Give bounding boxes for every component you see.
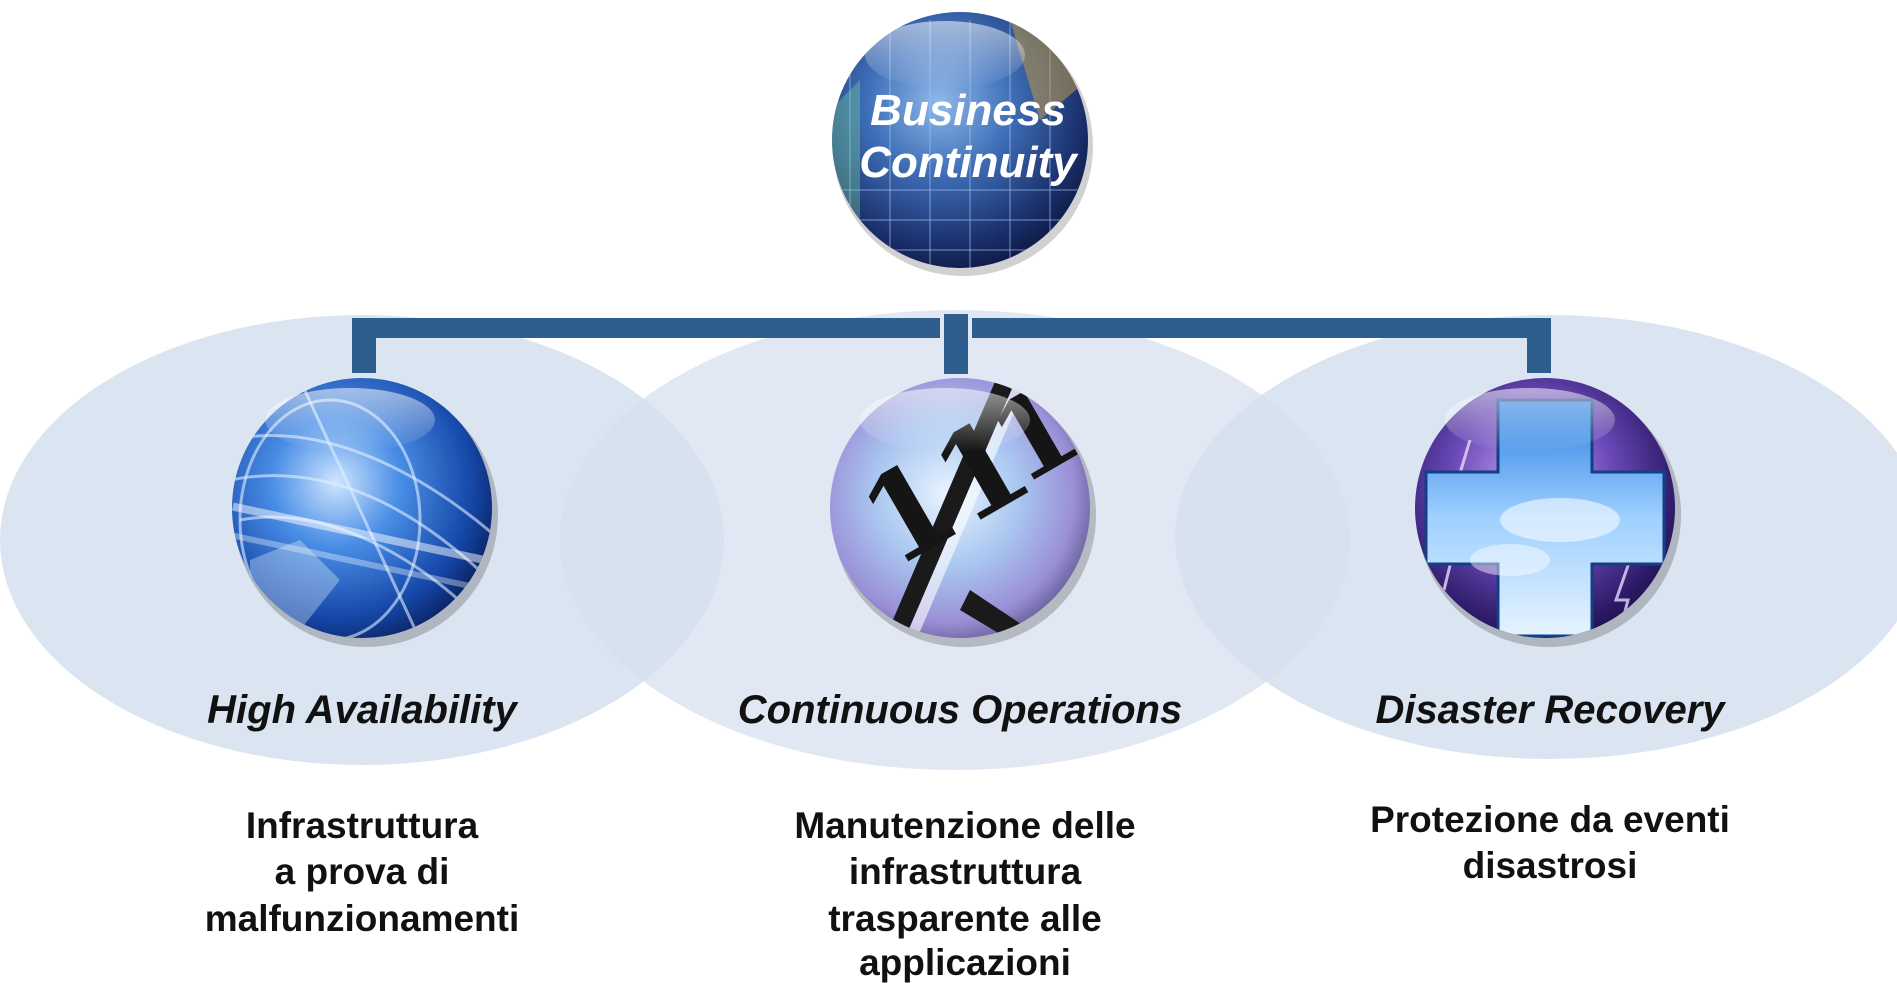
connector-drop-right [1527, 318, 1551, 373]
globe-network-icon [232, 379, 492, 638]
root-node: Business Continuity [832, 12, 1093, 276]
connector-drop-left [352, 318, 376, 373]
co-desc-line2: infrastruttura [849, 851, 1082, 892]
co-title: Continuous Operations [738, 688, 1182, 732]
pillar-disaster-recovery: Disaster Recovery Protezione da eventi d… [1370, 378, 1730, 886]
ha-desc-line3: malfunzionamenti [205, 898, 520, 939]
dr-desc-line2: disastrosi [1463, 845, 1638, 886]
connector-drop-center [944, 314, 968, 374]
connector-horizontal-left [352, 318, 940, 338]
ha-title: High Availability [207, 688, 518, 732]
dr-desc-line1: Protezione da eventi [1370, 799, 1730, 840]
ha-desc-line1: Infrastruttura [246, 805, 479, 846]
co-desc-line3: trasparente alle [828, 898, 1102, 939]
root-title-line2: Continuity [859, 138, 1079, 187]
connector-lines [352, 314, 1551, 374]
connector-horizontal-right [972, 318, 1547, 338]
dr-title: Disaster Recovery [1375, 688, 1726, 732]
ha-desc-line2: a prova di [275, 851, 450, 892]
medical-cross-storm-icon [1424, 398, 1666, 638]
co-desc-line4: applicazioni [859, 942, 1071, 983]
pillar-continuous-operations: 11 12 Continuous Operations Manutenzione… [738, 378, 1182, 983]
root-title-line1: Business [870, 86, 1066, 135]
pillar-high-availability: High Availability Infrastruttura a prova… [205, 378, 520, 939]
co-desc-line1: Manutenzione delle [794, 805, 1135, 846]
